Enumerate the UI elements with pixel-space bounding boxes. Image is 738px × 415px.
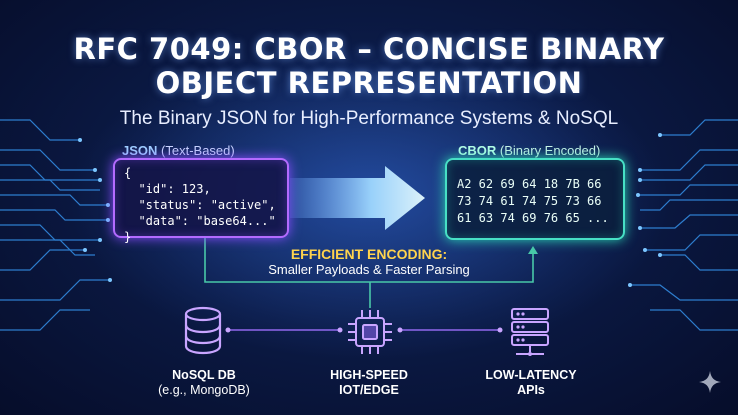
json-line: "id": 123, <box>124 182 211 196</box>
use-case-iot: HIGH-SPEED IOT/EDGE <box>299 368 439 398</box>
json-line: "status": "active", <box>124 198 276 212</box>
conversion-arrow <box>290 166 425 230</box>
sparkle-icon <box>699 371 721 393</box>
use-case-detail: (e.g., MongoDB) <box>158 383 250 397</box>
json-code-box: { "id": 123, "status": "active", "data":… <box>113 158 289 244</box>
use-case-title: HIGH-SPEED <box>330 368 408 382</box>
use-case-title: LOW-LATENCY <box>485 368 577 382</box>
json-line: "data": "base64..." <box>124 214 276 228</box>
json-label-bold: JSON <box>122 143 158 158</box>
cbor-hex-line: 61 63 74 69 76 65 ... <box>457 211 609 225</box>
use-case-detail: APIs <box>517 383 545 397</box>
cbor-label-bold: CBOR <box>458 143 497 158</box>
cbor-hex-box: A2 62 69 64 18 7B 66 73 74 61 74 75 73 6… <box>445 158 625 240</box>
use-case-api: LOW-LATENCY APIs <box>461 368 601 398</box>
database-icon <box>184 306 222 355</box>
use-case-nosql: NoSQL DB (e.g., MongoDB) <box>134 368 274 398</box>
chip-icon <box>348 310 392 354</box>
encoding-subtitle: Smaller Payloads & Faster Parsing <box>268 262 470 277</box>
cbor-hex-line: A2 62 69 64 18 7B 66 <box>457 177 602 191</box>
encoding-title: EFFICIENT ENCODING: <box>290 246 448 262</box>
page-title-line1: RFC 7049: CBOR – CONCISE BINARY <box>73 32 665 66</box>
json-panel-label: JSON (Text-Based) <box>122 143 235 158</box>
cbor-panel-label: CBOR (Binary Encoded) <box>458 143 600 158</box>
use-case-title: NoSQL DB <box>172 368 236 382</box>
json-line: { <box>124 166 132 180</box>
cbor-label-rest: (Binary Encoded) <box>496 143 601 158</box>
json-label-rest: (Text-Based) <box>157 143 235 158</box>
server-icon <box>511 308 549 356</box>
cbor-hex-line: 73 74 61 74 75 73 66 <box>457 194 602 208</box>
page-title-line2: OBJECT REPRESENTATION <box>155 66 583 100</box>
page-subtitle: The Binary JSON for High-Performance Sys… <box>119 108 619 129</box>
json-line: } <box>124 230 132 244</box>
use-case-detail: IOT/EDGE <box>339 383 399 397</box>
